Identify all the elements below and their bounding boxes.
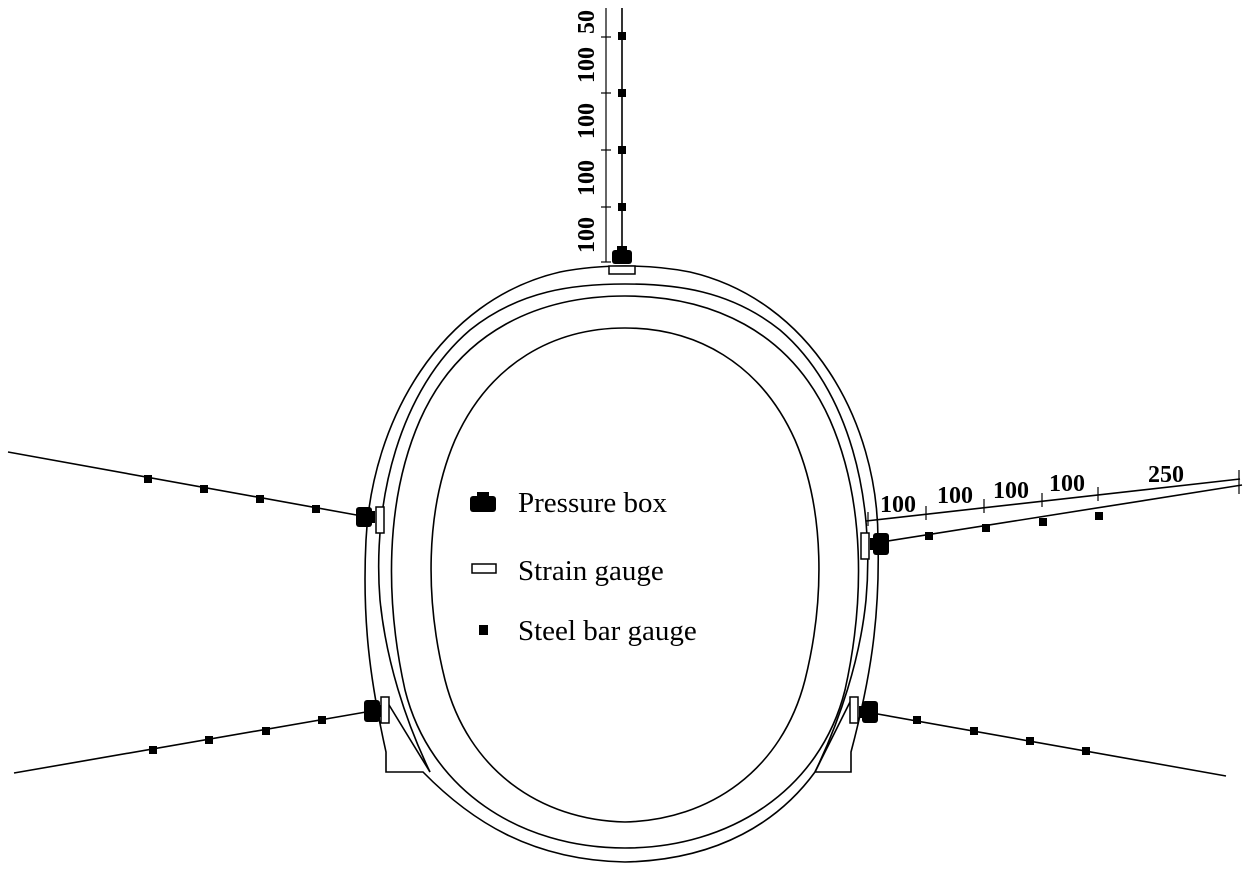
left-upper-bolt bbox=[7, 451, 385, 534]
primary-lining-inner bbox=[377, 283, 869, 773]
pressure-box bbox=[870, 533, 889, 555]
crown-dimension-ticks bbox=[601, 36, 611, 263]
steel-bar-gauge bbox=[144, 475, 152, 483]
left-lower-bolt-line bbox=[13, 711, 367, 774]
right-dimension-ticks bbox=[867, 470, 1240, 526]
right-dimension-label: 100 bbox=[993, 478, 1029, 504]
legend-pressure-box-label: Pressure box bbox=[518, 487, 668, 519]
invert-connection-left bbox=[385, 699, 431, 773]
pressure-box bbox=[612, 246, 632, 264]
secondary-lining-inner bbox=[430, 327, 820, 823]
steel-bar-gauge bbox=[205, 736, 213, 744]
secondary-lining-outer bbox=[390, 295, 860, 849]
steel-bar-gauge bbox=[982, 524, 990, 532]
crown-bolt: 100 100 100 100 50 bbox=[574, 8, 636, 275]
left-lower-bolt bbox=[13, 696, 390, 774]
right-dimension-label: 100 bbox=[1049, 471, 1085, 497]
legend-strain-gauge-label: Strain gauge bbox=[518, 555, 664, 587]
right-dimension-label: 100 bbox=[937, 483, 973, 509]
strain-gauge bbox=[608, 265, 636, 275]
crown-dimension-label: 100 bbox=[574, 160, 600, 196]
strain-gauge bbox=[375, 506, 385, 534]
steel-bar-gauge bbox=[1039, 518, 1047, 526]
steel-bar-gauge bbox=[1082, 747, 1090, 755]
pressure-box bbox=[364, 700, 382, 722]
crown-dimension-label: 100 bbox=[574, 217, 600, 253]
crown-dimension-label: 100 bbox=[574, 103, 600, 139]
steel-bar-gauge bbox=[618, 89, 626, 97]
pressure-box bbox=[356, 507, 375, 527]
steel-bar-gauge bbox=[1026, 737, 1034, 745]
right-upper-bolt-line bbox=[887, 484, 1243, 542]
legend-steel-bar-gauge-label: Steel bar gauge bbox=[518, 615, 697, 647]
strain-gauge-icon bbox=[471, 563, 497, 574]
strain-gauge bbox=[860, 532, 870, 560]
strain-gauge bbox=[380, 696, 390, 724]
steel-bar-gauge bbox=[200, 485, 208, 493]
steel-bar-gauge-icon bbox=[479, 625, 488, 635]
right-dimension-label: 100 bbox=[880, 492, 916, 518]
steel-bar-gauge bbox=[925, 532, 933, 540]
steel-bar-gauge bbox=[618, 32, 626, 40]
steel-bar-gauge bbox=[149, 746, 157, 754]
legend: Pressure box Strain gauge Steel bar gaug… bbox=[470, 487, 697, 647]
strain-gauge bbox=[849, 696, 859, 724]
right-upper-bolt: 100 100 100 100 250 bbox=[860, 462, 1243, 560]
steel-bar-gauge bbox=[312, 505, 320, 513]
steel-bar-gauge bbox=[618, 203, 626, 211]
steel-bar-gauge bbox=[618, 146, 626, 154]
invert-connection-right bbox=[814, 699, 852, 773]
crown-dimension-label: 100 bbox=[574, 47, 600, 83]
steel-bar-gauge bbox=[318, 716, 326, 724]
right-lower-bolt bbox=[849, 696, 1227, 777]
pressure-box-icon bbox=[470, 492, 496, 512]
left-upper-bolt-line bbox=[7, 451, 363, 517]
pressure-box bbox=[859, 701, 878, 723]
steel-bar-gauge bbox=[256, 495, 264, 503]
steel-bar-gauge bbox=[262, 727, 270, 735]
steel-bar-gauge bbox=[1095, 512, 1103, 520]
crown-dimension-label: 50 bbox=[574, 10, 600, 34]
right-dimension-label: 250 bbox=[1148, 462, 1184, 488]
steel-bar-gauge bbox=[913, 716, 921, 724]
right-dimension-line bbox=[865, 478, 1241, 522]
right-lower-bolt-line bbox=[871, 712, 1227, 777]
tunnel-lining bbox=[364, 265, 880, 863]
steel-bar-gauge bbox=[970, 727, 978, 735]
outer-lining-outline bbox=[364, 265, 880, 863]
